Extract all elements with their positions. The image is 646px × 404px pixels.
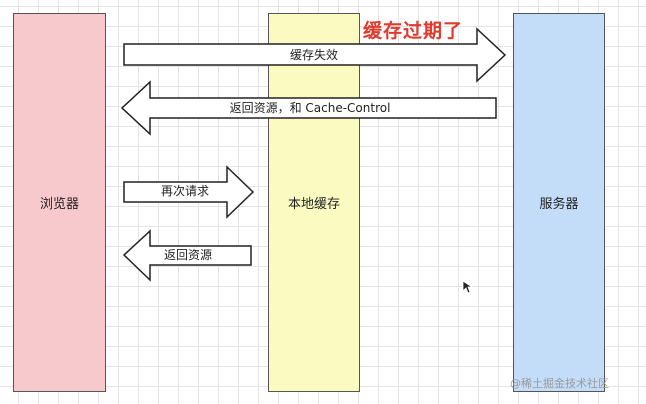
server-label: 服务器	[539, 197, 579, 212]
server-node: 服务器	[513, 13, 605, 392]
browser-node: 浏览器	[13, 13, 106, 392]
arrow-return-resource-label: 返回资源	[163, 248, 213, 262]
arrow-cache-expired-label: 缓存失效	[289, 48, 339, 62]
local-cache-label: 本地缓存	[287, 197, 340, 212]
arrow-request-again-label: 再次请求	[160, 184, 210, 198]
cache-expired-annotation: 缓存过期了	[363, 20, 464, 42]
arrow-return-with-header-label: 返回资源，和 Cache-Control	[229, 101, 391, 115]
browser-label: 浏览器	[39, 197, 79, 212]
local-cache-node: 本地缓存	[268, 13, 360, 392]
watermark: @稀土掘金技术社区	[510, 377, 609, 390]
cursor-icon	[462, 280, 472, 294]
